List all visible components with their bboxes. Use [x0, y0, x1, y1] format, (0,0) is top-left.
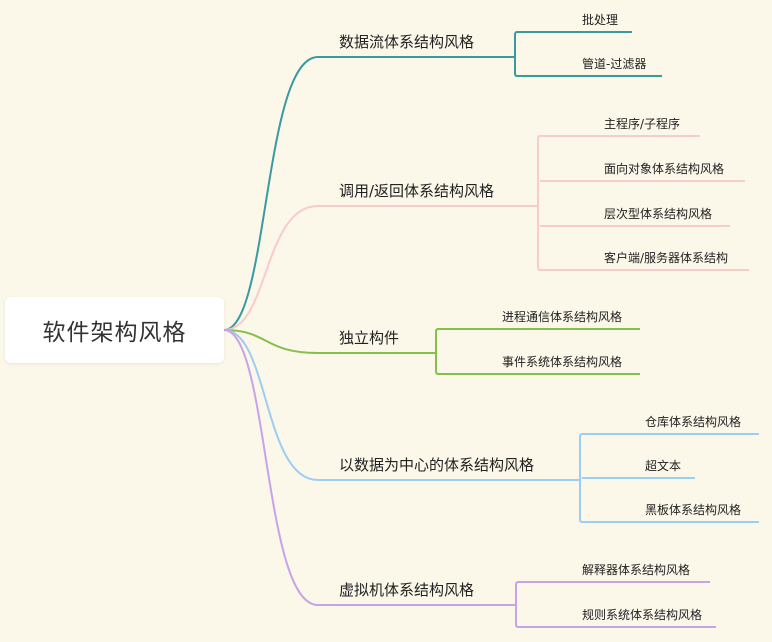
branch-node[interactable]: 调用/返回体系结构风格: [339, 182, 495, 200]
child-node[interactable]: 主程序/子程序: [604, 117, 681, 131]
child-node[interactable]: 批处理: [582, 13, 619, 27]
child-bracket: [514, 31, 518, 77]
branch-connector: [223, 329, 319, 606]
child-node[interactable]: 客户端/服务器体系结构: [604, 251, 729, 265]
child-node[interactable]: 层次型体系结构风格: [604, 207, 713, 221]
child-bracket: [579, 433, 583, 523]
branch-node[interactable]: 以数据为中心的体系结构风格: [339, 456, 535, 474]
root-node[interactable]: 软件架构风格: [5, 297, 224, 363]
branch-connector: [223, 205, 319, 331]
branch-node[interactable]: 虚拟机体系结构风格: [339, 581, 475, 599]
child-bracket: [435, 328, 439, 375]
child-node[interactable]: 进程通信体系结构风格: [502, 310, 623, 324]
branch-node[interactable]: 独立构件: [339, 329, 400, 347]
child-node[interactable]: 黑板体系结构风格: [645, 503, 742, 517]
branch-connector: [223, 329, 319, 481]
branch-node[interactable]: 数据流体系结构风格: [339, 33, 475, 51]
child-bracket: [515, 581, 519, 628]
branch-connector: [223, 56, 319, 331]
child-bracket: [537, 135, 541, 271]
child-node[interactable]: 仓库体系结构风格: [645, 415, 742, 429]
child-node[interactable]: 事件系统体系结构风格: [502, 355, 623, 369]
child-node[interactable]: 规则系统体系结构风格: [582, 608, 703, 622]
branch-connector: [223, 329, 319, 354]
child-node[interactable]: 面向对象体系结构风格: [604, 162, 725, 176]
child-node[interactable]: 超文本: [645, 459, 682, 473]
child-node[interactable]: 管道-过滤器: [582, 57, 647, 71]
child-node[interactable]: 解释器体系结构风格: [582, 563, 691, 577]
